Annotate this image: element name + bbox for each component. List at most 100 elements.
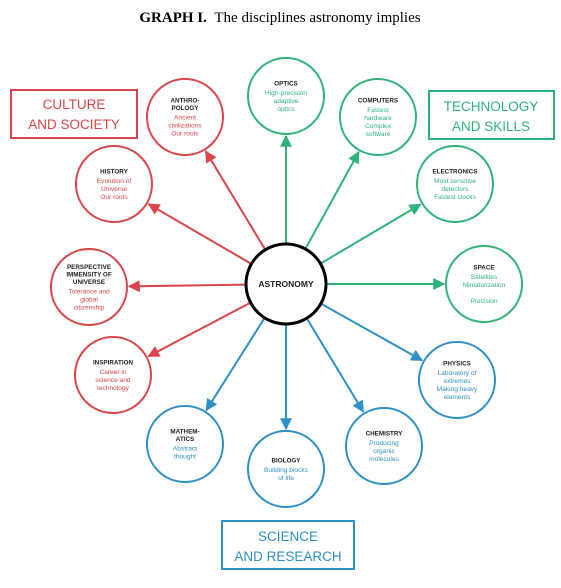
arrow-mathematics [205, 317, 266, 412]
node-desc-anthropology: Our roots [171, 131, 199, 138]
node-circle-physics [418, 341, 496, 419]
node-desc-optics: High-precision [265, 90, 307, 97]
node-title-biology: BIOLOGY [271, 457, 301, 464]
center-node: ASTRONOMY [244, 242, 328, 326]
arrow-chemistry [305, 317, 365, 413]
node-title-mathematics: MATHEM- [170, 429, 199, 436]
node-desc-optics: adaptive [274, 98, 299, 105]
node-desc-computers: Complex [365, 123, 392, 130]
category-technology-line-1: TECHNOLOGY [444, 99, 539, 114]
node-title-perspective: PERSPECTIVE [67, 264, 111, 271]
arrow-anthropology [204, 150, 267, 251]
node-desc-history: Universe [101, 186, 127, 193]
node-desc-mathematics: Abstract [173, 446, 197, 453]
center-label: ASTRONOMY [258, 279, 314, 289]
node-desc-chemistry: Producing [369, 440, 399, 447]
node-title-electronics: ELECTRONICS [432, 168, 477, 175]
category-culture-line-2: AND SOCIETY [28, 117, 120, 132]
node-circle-anthropology [146, 78, 224, 156]
node-circle-perspective [50, 248, 128, 326]
node-circle-mathematics [146, 405, 224, 483]
node-title-inspiration: INSPIRATION [93, 359, 134, 366]
node-circle-history [75, 145, 153, 223]
node-desc-computers: software [366, 131, 391, 138]
node-title-anthropology: ANTHRO- [170, 98, 199, 105]
node-desc-biology: Building blocks [264, 467, 309, 474]
arrow-electronics [319, 203, 422, 265]
node-circle-space [445, 245, 523, 323]
node-desc-electronics: Most sensitive [434, 178, 476, 185]
node-desc-perspective: global [80, 296, 98, 303]
node-desc-inspiration: science and [95, 377, 131, 384]
node-desc-space: Satellites [471, 274, 498, 281]
node-title-space: SPACE [473, 264, 494, 271]
node-title-chemistry: CHEMISTRY [366, 430, 404, 437]
category-technology-box: TECHNOLOGY AND SKILLS [428, 90, 555, 140]
node-desc-biology: of life [278, 475, 294, 482]
node-desc-chemistry: molecules [369, 456, 399, 463]
node-desc-electronics: detectors [441, 186, 469, 193]
node-desc-anthropology: civilizations [168, 123, 202, 130]
node-circle-optics [247, 57, 325, 135]
node-circle-biology [247, 430, 325, 508]
node-desc-history: Evolution of [97, 178, 132, 185]
arrow-inspiration [147, 301, 252, 358]
category-technology-line-2: AND SKILLS [452, 119, 530, 134]
node-desc-space: Precision [470, 298, 497, 305]
node-desc-optics: optics [277, 106, 295, 113]
category-culture-line-1: CULTURE [43, 97, 106, 112]
node-desc-physics: extremes [443, 378, 471, 385]
node-circle-electronics [416, 145, 494, 223]
category-science-box: SCIENCE AND RESEARCH [221, 520, 355, 570]
arrows-layer [127, 134, 446, 431]
caption-bold: GRAPH I. [139, 10, 207, 26]
caption-text: The disciplines astronomy implies [214, 10, 420, 26]
arrow-computers [304, 150, 360, 250]
category-science-line-2: AND RESEARCH [234, 549, 341, 564]
node-title-optics: OPTICS [274, 80, 297, 87]
node-circle-inspiration [74, 336, 152, 414]
figure-caption: GRAPH I. The disciplines astronomy impli… [139, 10, 420, 26]
node-title-physics: PHYSICS [443, 360, 471, 367]
node-desc-history: Our roots [100, 194, 128, 201]
node-desc-inspiration: technology [97, 385, 130, 392]
arrow-history [147, 203, 252, 265]
category-culture-box: CULTURE AND SOCIETY [10, 89, 138, 139]
node-title-perspective: UNIVERSE [73, 279, 105, 286]
arrow-physics [320, 302, 424, 362]
node-desc-space: Miniaturization [463, 282, 506, 289]
node-desc-anthropology: Ancient [174, 115, 196, 122]
node-desc-perspective: citizenship [74, 304, 105, 311]
node-desc-physics: Making heavy [437, 386, 478, 393]
node-desc-electronics: Fastest clocks [434, 194, 476, 201]
node-circle-chemistry [345, 407, 423, 485]
node-desc-perspective: Tolerance and [68, 288, 110, 295]
node-desc-inspiration: Career in [99, 369, 126, 376]
node-title-computers: COMPUTERS [358, 97, 398, 104]
node-title-perspective: IMMENSITY OF [66, 271, 112, 278]
node-electronics: ELECTRONICS Most sensitivedetectorsFastes… [416, 145, 494, 223]
category-science-line-1: SCIENCE [258, 529, 318, 544]
node-desc-chemistry: organic [373, 448, 395, 455]
node-circle-computers [339, 78, 417, 156]
arrow-perspective [127, 280, 247, 293]
node-title-anthropology: POLOGY [172, 105, 200, 112]
node-desc-mathematics: thought [174, 454, 196, 461]
node-desc-computers: hardware [364, 115, 392, 122]
node-desc-physics: elements [444, 394, 471, 401]
node-desc-computers: Fastest [367, 107, 389, 114]
node-desc-physics: Laboratory of [438, 370, 477, 377]
node-title-mathematics: ATICS [176, 436, 194, 443]
